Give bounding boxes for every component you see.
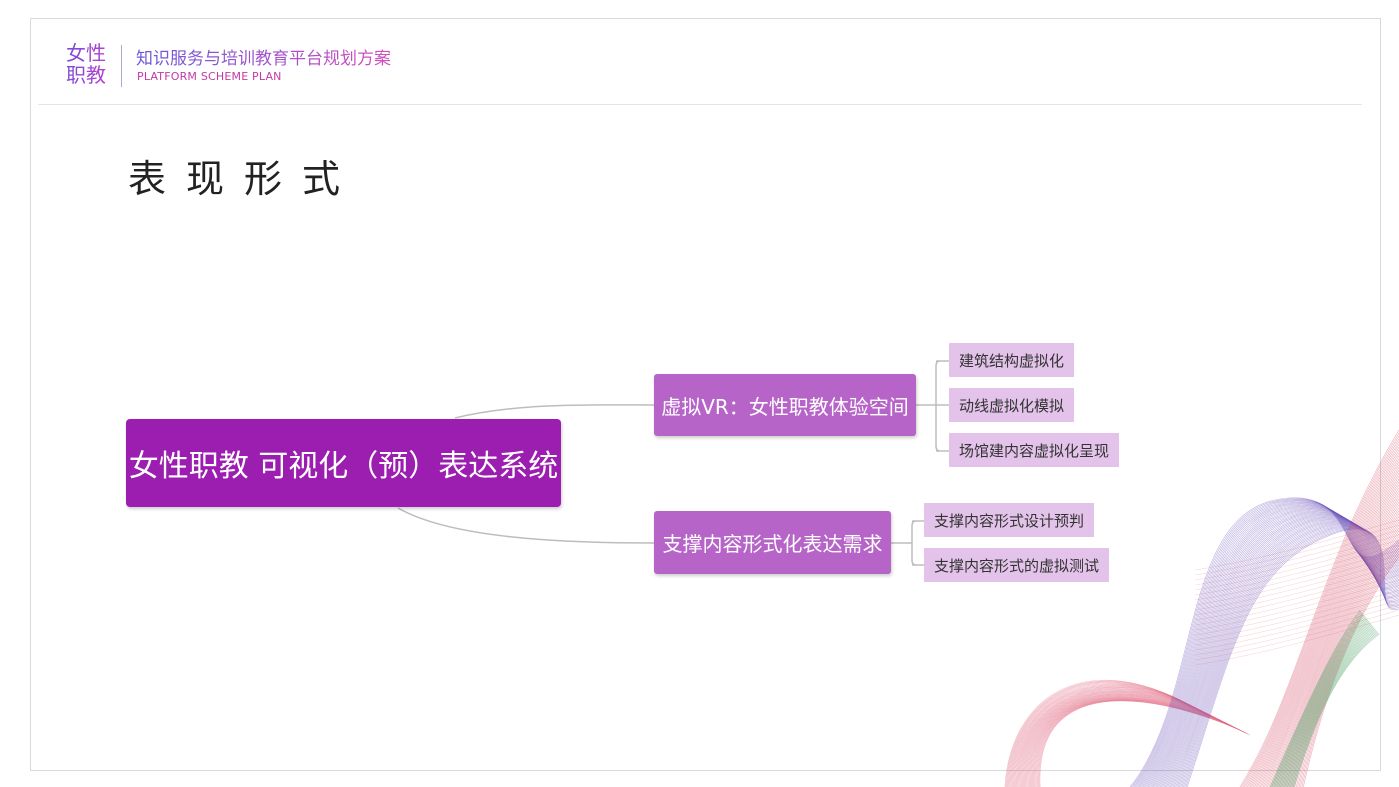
mindmap-branch-content: 支撑内容形式化表达需求 bbox=[654, 511, 891, 574]
mindmap-leaf: 动线虚拟化模拟 bbox=[949, 388, 1075, 422]
connector-root-branch-1 bbox=[454, 404, 655, 419]
mindmap-branch-vr: 虚拟VR：女性职教体验空间 bbox=[654, 374, 916, 436]
header-divider bbox=[38, 104, 1362, 105]
mindmap-leaf: 场馆建内容虚拟化呈现 bbox=[949, 433, 1120, 467]
header-title: 知识服务与培训教育平台规划方案 bbox=[136, 44, 391, 69]
mindmap-root-node: 女性职教 可视化（预）表达系统 bbox=[126, 419, 561, 507]
connector-root-branch-2 bbox=[397, 507, 655, 544]
page-title: 表现形式 bbox=[128, 157, 361, 201]
connector-branch-2 bbox=[891, 520, 924, 566]
mindmap-leaf: 支撑内容形式的虚拟测试 bbox=[924, 548, 1110, 582]
mindmap-leaf: 支撑内容形式设计预判 bbox=[924, 503, 1095, 537]
logo-divider bbox=[121, 45, 122, 87]
slide-frame bbox=[30, 18, 1381, 771]
header-subtitle: PLATFORM SCHEME PLAN bbox=[137, 70, 282, 83]
mindmap-leaf: 建筑结构虚拟化 bbox=[949, 343, 1075, 377]
connector-branch-1 bbox=[916, 360, 949, 452]
